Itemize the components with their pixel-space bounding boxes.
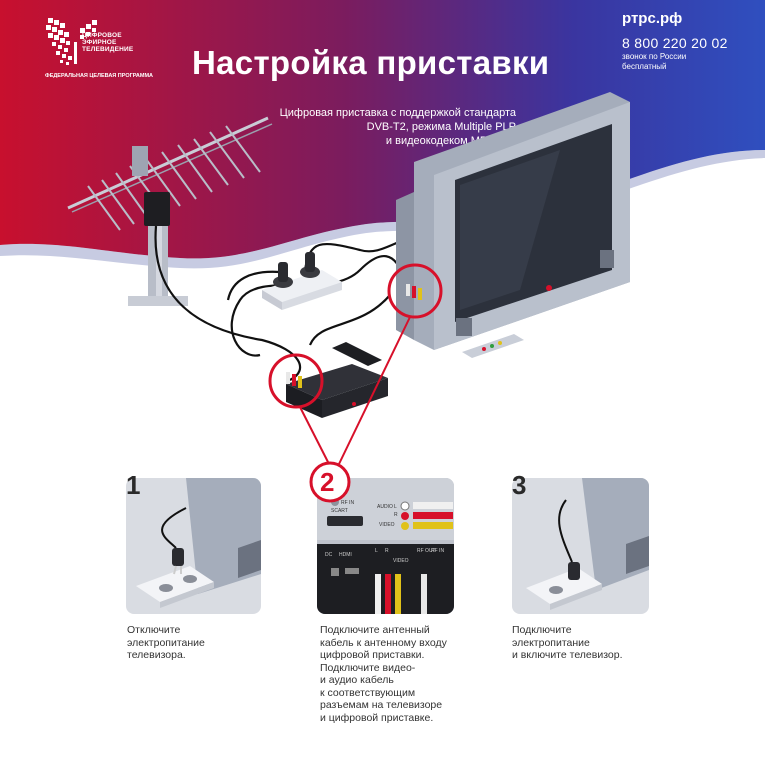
panel-label-hdmi: HDMI [339, 552, 352, 558]
panel-label-audio-l: L [394, 504, 397, 510]
step-1-image [126, 478, 261, 614]
logo-text: ЦИФРОВОЕ ЭФИРНОЕ ТЕЛЕВИДЕНИЕ [82, 32, 133, 53]
requirements-line-1: Цифровая приставка с поддержкой стандарт… [279, 107, 516, 119]
antenna-icon [67, 116, 273, 306]
step-2-text: Подключите антенный кабель к антенному в… [320, 624, 447, 724]
panel-label-rf-out: RF OUT [417, 548, 436, 554]
hotline-note-2: бесплатный [622, 62, 667, 71]
panel-label-bottom-l: L [375, 548, 378, 554]
step-2-badge [309, 461, 351, 503]
tv-remote-icon [462, 334, 524, 358]
tv-connector-highlight [387, 263, 443, 319]
panel-label-video: VIDEO [379, 522, 395, 528]
logo-subtitle: ФЕДЕРАЛЬНАЯ ЦЕЛЕВАЯ ПРОГРАММА [45, 73, 154, 79]
contact-block: ртрс.рф 8 800 220 20 02 звонок по России… [622, 10, 728, 71]
panel-label-audio: AUDIO [377, 504, 393, 510]
power-outlet-icon [262, 252, 342, 310]
logo-line-3: ТЕЛЕВИДЕНИЕ [82, 46, 134, 53]
panel-label-bottom-r: R [385, 548, 389, 554]
panel-label-audio-r: R [394, 512, 398, 518]
step-3-text: Подключите электропитание и включите тел… [512, 624, 623, 661]
tv-icon [396, 92, 630, 350]
page-title: Настройка приставки [192, 44, 550, 81]
hotline-note-1: звонок по России [622, 52, 687, 61]
step-1-number: 1 [126, 470, 141, 500]
step-2-number: 2 [320, 467, 335, 497]
receiver-remote-icon [332, 342, 382, 366]
site-link[interactable]: ртрс.рф [622, 10, 683, 27]
butterfly-logo-icon [46, 18, 97, 65]
logo-line-2: ЭФИРНОЕ [82, 39, 117, 46]
step-1-text: Отключите электропитание телевизора. [127, 624, 205, 661]
hotline-phone: 8 800 220 20 02 [622, 35, 728, 51]
unplug-tv-icon [126, 478, 261, 614]
panel-label-scart: SCART [331, 508, 348, 514]
step-3-image [512, 478, 649, 614]
setup-scene [67, 92, 630, 465]
receiver-icon [286, 364, 388, 418]
panel-label-bottom-video: VIDEO [393, 558, 409, 564]
logo-line-1: ЦИФРОВОЕ [82, 32, 122, 39]
plug-in-tv-icon [512, 478, 649, 614]
panel-label-rf-in: RF IN [341, 500, 354, 506]
panel-label-rf-in-2: RF IN [431, 548, 444, 554]
panel-label-dc: DC [325, 552, 333, 558]
receiver-connector-highlight [268, 353, 324, 409]
step-3-number: 3 [512, 470, 527, 500]
requirements-line-2: DVB-T2, режима Multiple PLP [366, 121, 516, 133]
